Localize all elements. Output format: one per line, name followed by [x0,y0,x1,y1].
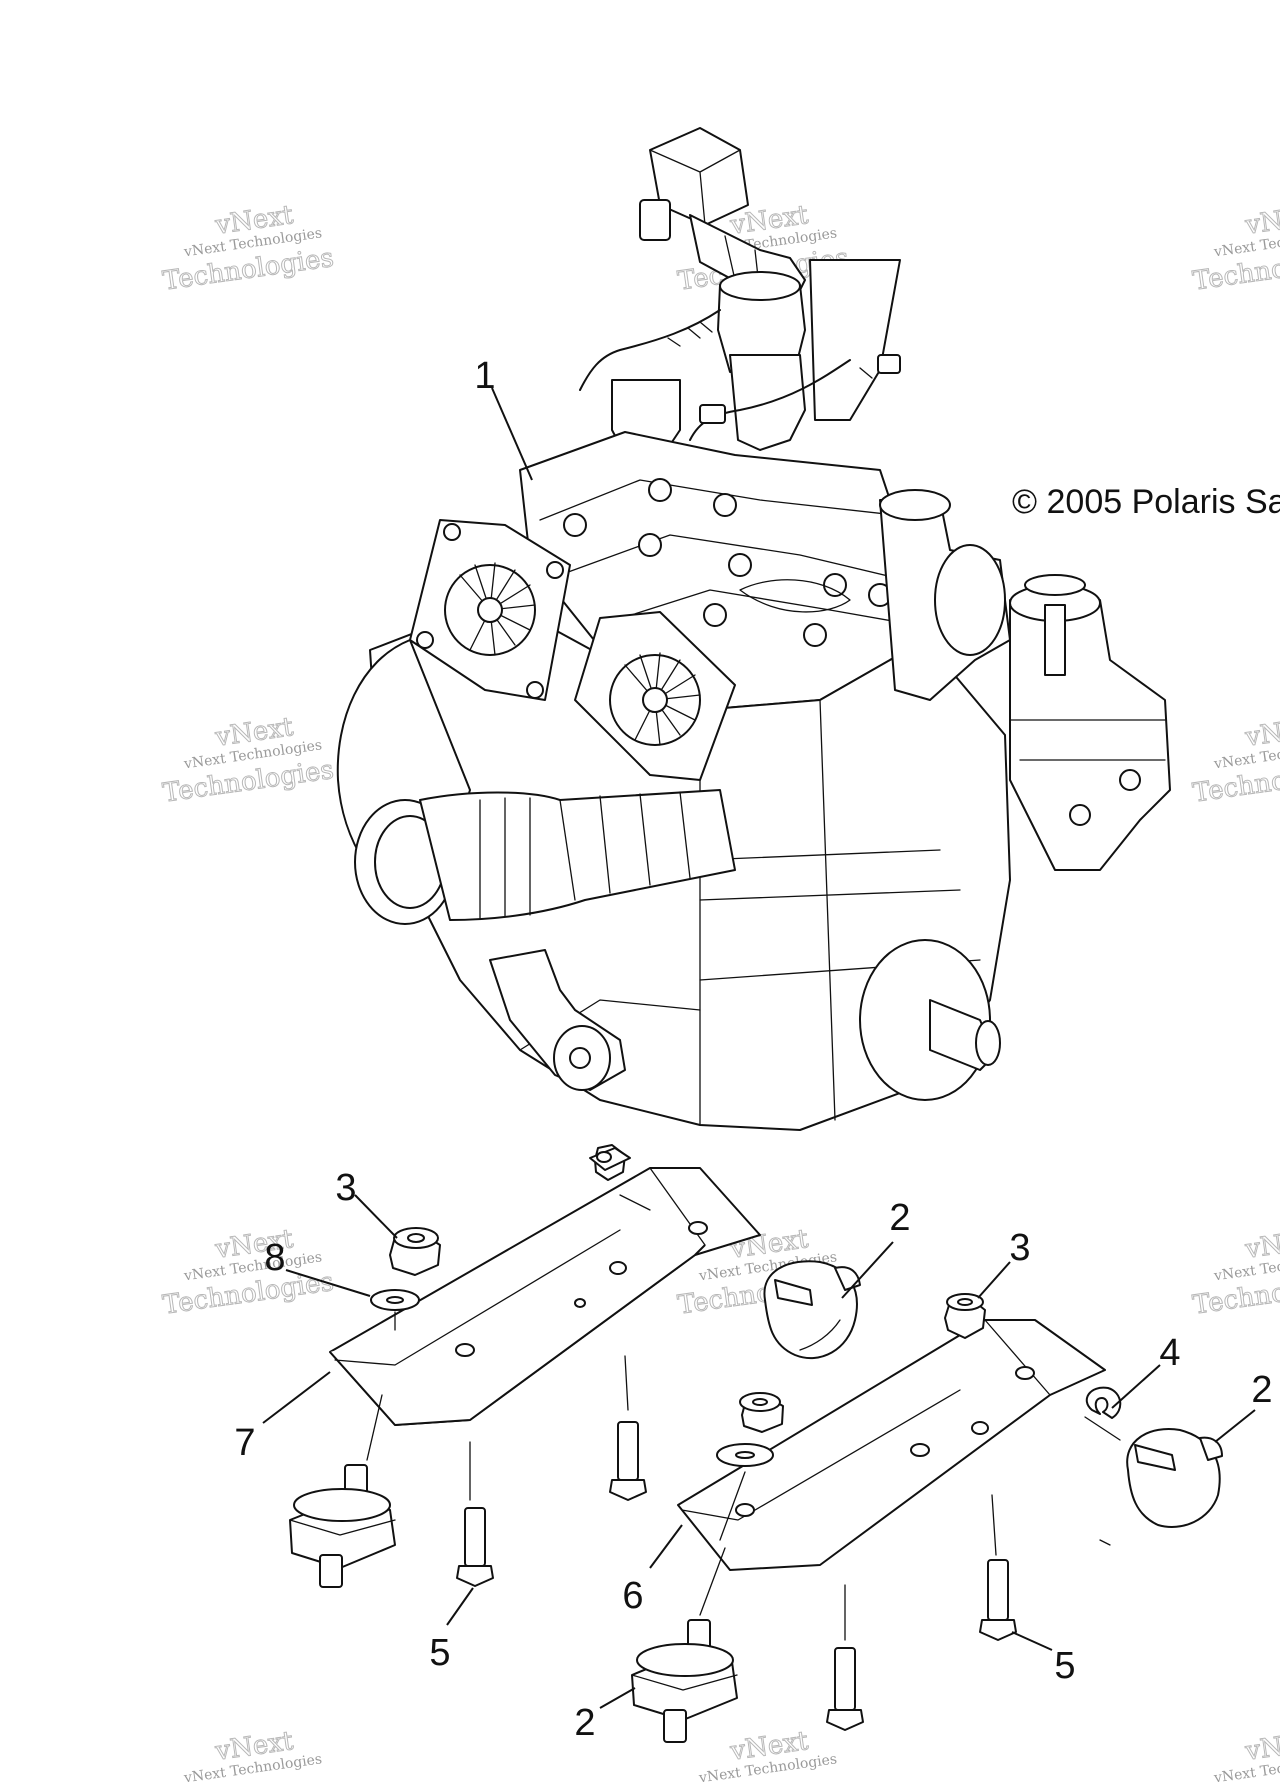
engine-bracket-rear [329,1167,761,1426]
watermark-bottom-left: vNext vNext Technologies [182,1726,323,1787]
watermark-top-right: vNext vNext Technologies Technologies [1190,200,1280,298]
engine-bracket-front [677,1319,1106,1571]
leader-lines [262,387,1256,1709]
watermark-top-left: vNext vNext Technologies Technologies [160,200,336,298]
rubber-mount-bottom [631,1619,738,1743]
washer-center [716,1443,774,1467]
callout-5-right: 5 [1054,1645,1075,1687]
carburetor-rear [879,489,1011,701]
callout-5-left: 5 [429,1632,450,1674]
alignment-lines [366,1194,1121,1641]
reed-valve-left [409,519,571,701]
intake-boot [354,789,736,925]
watermark-mid-right: vNext vNext Technologies Technologies [1190,712,1280,810]
bolt-right [979,1559,1017,1641]
callout-8: 8 [264,1237,285,1279]
leader-bracket-rear [262,1371,331,1424]
leader-nut-right [977,1261,1011,1299]
copyright-text: © 2005 Polaris Sa [1012,483,1280,521]
pto-shaft [859,939,1001,1101]
watermark-bottom-center: vNext vNext Technologies [697,1726,838,1787]
leader-mount-right [1214,1409,1256,1443]
leader-bolt-left [446,1587,474,1626]
reed-valve-right [574,611,736,781]
bolt-center-left [609,1421,647,1501]
leader-nut-left [354,1194,398,1239]
nut-center [739,1392,784,1433]
carburetor-front [1009,574,1171,871]
nut-right [944,1293,986,1339]
watermark-mid-left: vNext vNext Technologies Technologies [160,712,336,810]
watermark-vnext: vNext [1243,1726,1280,1767]
watermark-vnext: vNext [1243,1224,1280,1265]
watermark-vnext: vNext [1243,712,1280,753]
fuel-lines [579,309,901,441]
nut-left [389,1227,441,1276]
bolt-bottom [826,1647,864,1731]
leader-bolt-right [1011,1631,1053,1651]
callout-7: 7 [234,1422,255,1464]
water-pump [489,949,626,1091]
washer-left [370,1289,420,1311]
callout-6: 6 [622,1575,643,1617]
callout-2-right: 2 [1251,1369,1272,1411]
watermark-low-right: vNext vNext Technologies Technologies [1190,1224,1280,1322]
rubber-mount-left [289,1464,396,1588]
leader-mount-top [841,1241,894,1299]
watermark-low-left: vNext vNext Technologies Technologies [160,1224,336,1322]
nut-top [589,1144,631,1181]
watermark-vnext: vNext [1243,200,1280,241]
leader-engine [491,387,533,481]
callout-3-left: 3 [335,1167,356,1209]
leader-washer [285,1269,371,1297]
callout-2-top: 2 [889,1197,910,1239]
leader-mount-bottom [599,1687,636,1709]
callout-4: 4 [1159,1332,1180,1374]
callout-3-right: 3 [1009,1227,1030,1269]
callout-2-bottom: 2 [574,1702,595,1744]
leader-bracket-front [649,1524,683,1569]
rubber-mount-right [1126,1428,1223,1528]
callouts: 1 2 2 2 3 3 4 5 5 6 7 8 [234,355,1272,1744]
rubber-mount-top [763,1260,861,1360]
leader-spacer [1111,1364,1161,1409]
callout-1: 1 [474,355,495,397]
watermark-bottom-right: vNext vNext Technologies [1212,1726,1280,1787]
engine-assembly [336,127,1171,1131]
spacer [1085,1386,1122,1419]
bolt-left [456,1507,494,1587]
